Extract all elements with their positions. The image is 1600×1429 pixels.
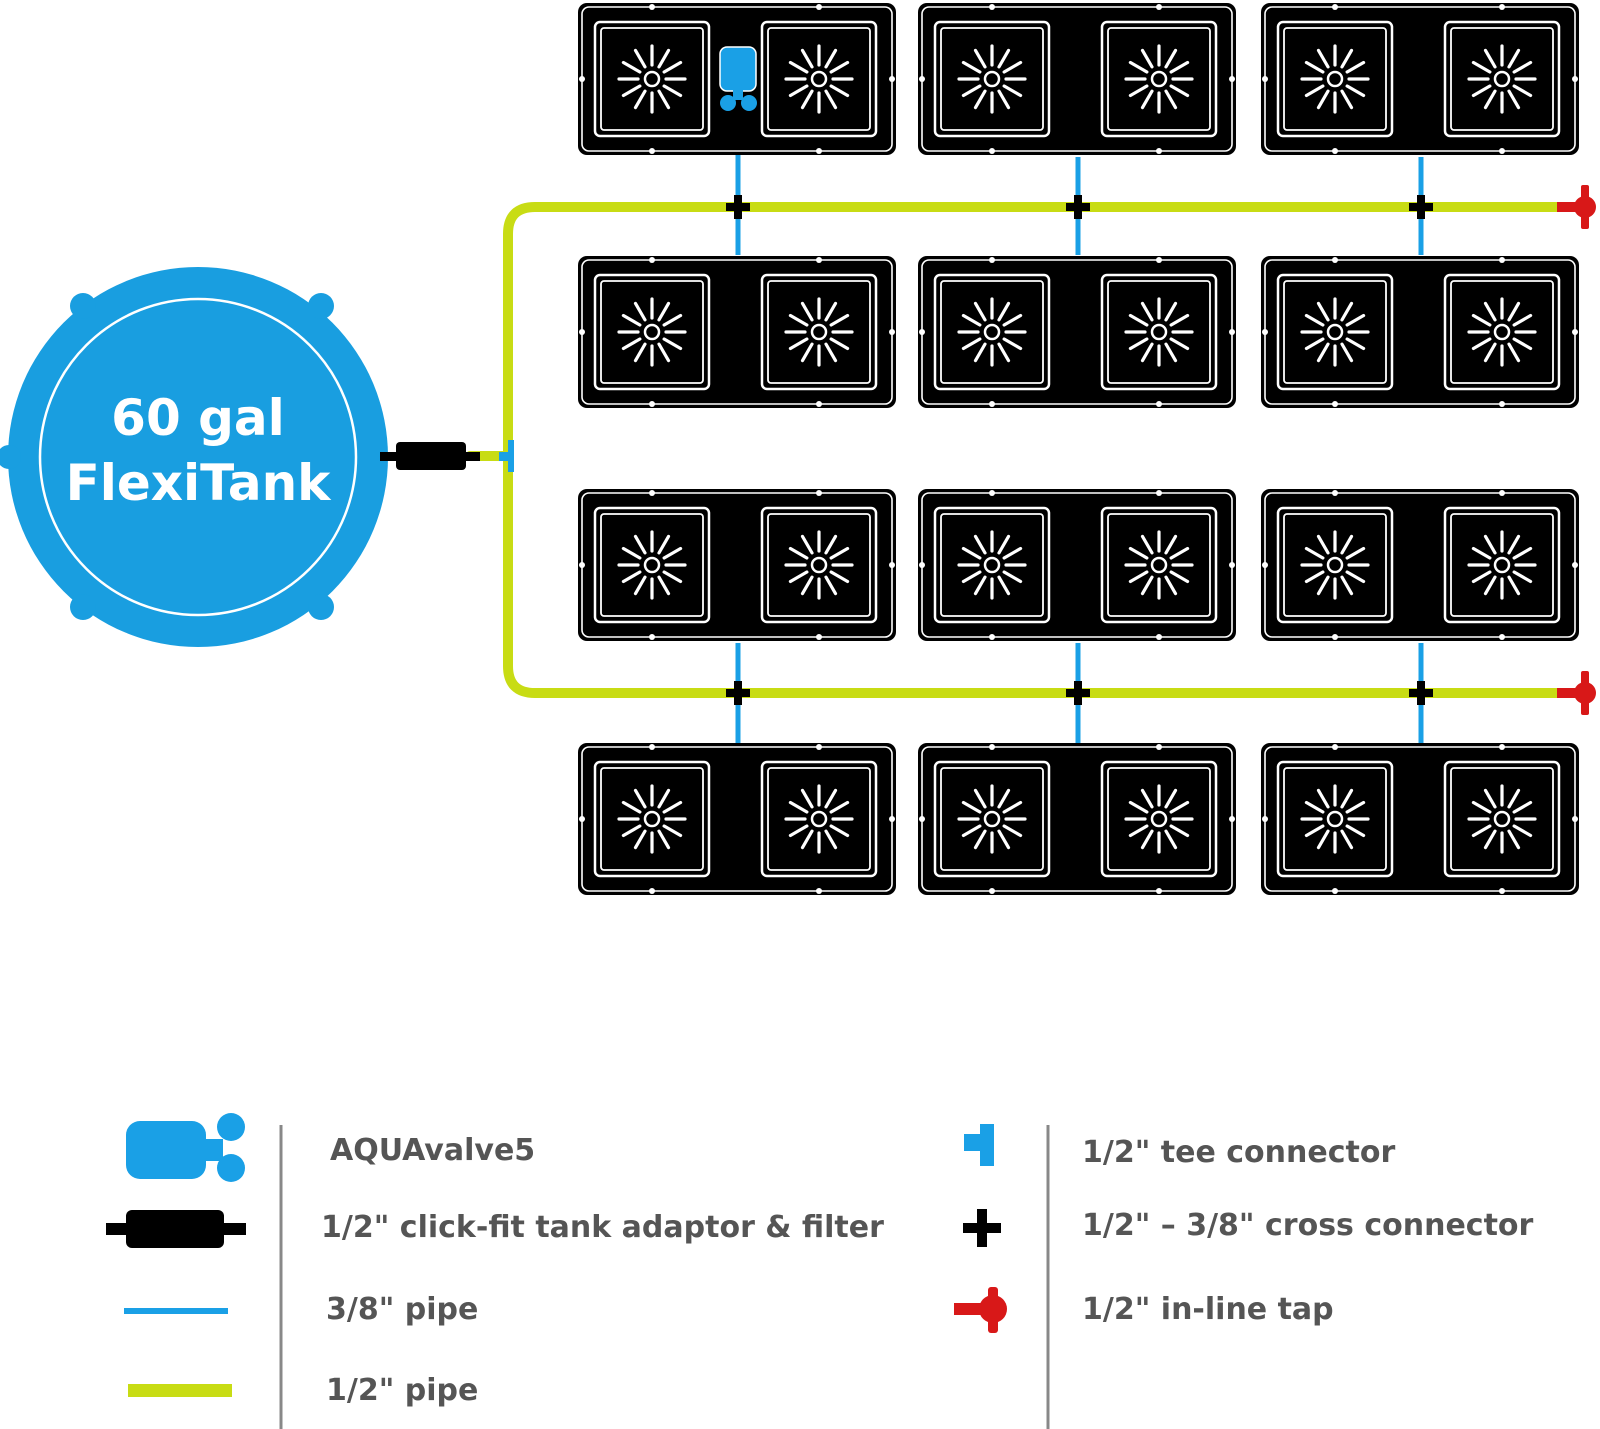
tray [1261,3,1579,155]
legend-half-inch-pipe-icon [128,1384,232,1397]
legend-tee-connector-icon [964,1124,994,1166]
tray [578,743,896,895]
cross-connector [726,681,750,705]
tray [918,3,1236,155]
legend-label-three-eighth-pipe: 3/8" pipe [326,1292,479,1327]
tray [918,256,1236,408]
tray [1261,256,1579,408]
legend-label-adaptor-filter: 1/2" click-fit tank adaptor & filter [321,1210,884,1245]
cross-connector [1066,195,1090,219]
tray [1261,489,1579,641]
tank-capacity-label: 60 gal [111,389,285,447]
legend-cross-connector-icon [963,1209,1001,1247]
legend-three-eighth-pipe-icon [124,1308,228,1314]
aquavalve-icon [719,46,757,111]
flexitank [0,267,388,647]
legend-aquavalve-icon [126,1113,245,1182]
tank-name-label: FlexiTank [65,454,331,512]
inline-tap-upper [1557,185,1596,229]
legend-label-half-inch-pipe: 1/2" pipe [326,1373,479,1408]
legend-adaptor-filter-icon [106,1210,246,1248]
legend-label-aquavalve: AQUAvalve5 [330,1133,536,1168]
tank-adaptor-filter [380,442,480,470]
cross-connector [1409,195,1433,219]
legend-label-cross-connector: 1/2" – 3/8" cross connector [1082,1208,1534,1243]
cross-connector [1409,681,1433,705]
tray [578,489,896,641]
tray [1261,743,1579,895]
legend-inline-tap-icon [954,1287,1007,1333]
tray [578,256,896,408]
tray [918,743,1236,895]
legend-label-inline-tap: 1/2" in-line tap [1082,1292,1334,1327]
tray-grid [578,3,1579,895]
cross-connector [1066,681,1090,705]
cross-connector [726,195,750,219]
legend-label-tee-connector: 1/2" tee connector [1082,1135,1396,1170]
tee-connector [499,440,514,472]
inline-tap-lower [1557,671,1596,715]
tray [918,489,1236,641]
